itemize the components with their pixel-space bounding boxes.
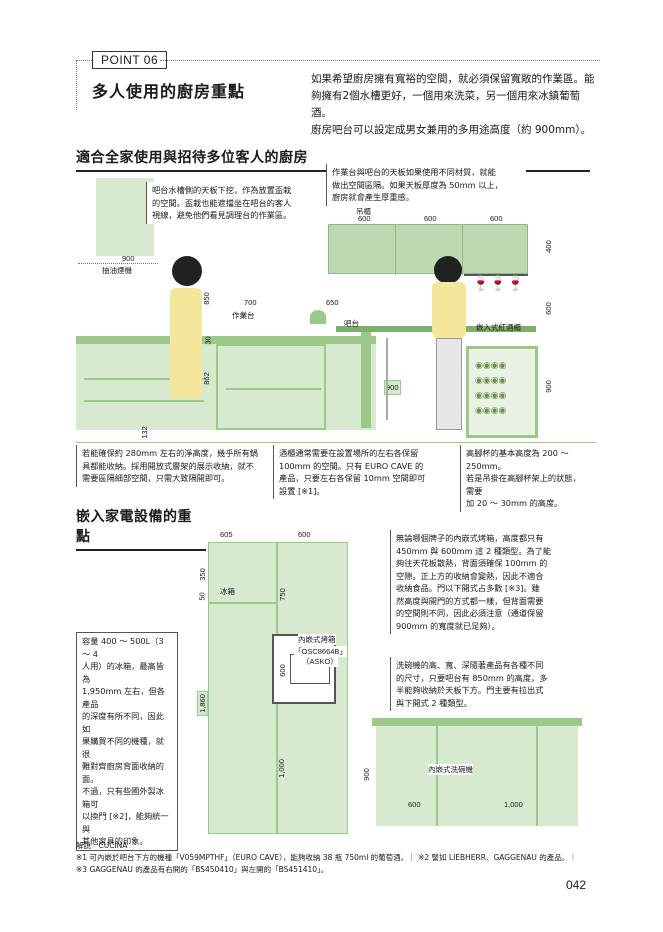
dim-605: 605 xyxy=(220,530,233,539)
note-oven: 無論哪個牌子的內嵌式烤箱，高度都只有 450mm 與 600mm 這 2 種類型… xyxy=(390,530,586,634)
intro-line: 如果希望廚房擁有寬裕的空間，就必須保留寬敞的作業區。能 xyxy=(311,73,595,85)
note-glass-height: 高腳杯的基本高度為 200 ～ 250mm。 若是吊掛在高腳杯架上的狀態，需要 … xyxy=(460,445,592,512)
dim-862: 862 xyxy=(201,372,211,385)
dim-350: 350 xyxy=(197,568,207,581)
dim-750: 750 xyxy=(277,588,287,601)
man-shirt xyxy=(432,282,466,338)
man-pants xyxy=(436,338,462,430)
note-fridge: 容量 400 ～ 500L（3 ～ 4 人用）的冰箱，最高皆為 1,950mm … xyxy=(76,632,178,851)
wine-glasses-icon: 🍷🍷🍷 xyxy=(472,276,525,292)
note-dishwasher: 洗碗機的高、寬、深隨著產品有各種不同 的尺寸，只要吧台有 850mm 的高度，多… xyxy=(390,657,586,711)
dim-cab2: 600 xyxy=(424,214,437,223)
dim-dw-900: 900 xyxy=(361,768,371,781)
woman-head xyxy=(172,256,202,286)
dim-glass-gap: 600 xyxy=(543,302,553,315)
dim-132: 132 xyxy=(139,426,149,439)
bar-stool xyxy=(386,338,406,420)
range-hood xyxy=(96,178,154,256)
dim-1860: 1,860 xyxy=(196,691,208,716)
worktop-label: 作業台 xyxy=(232,311,255,320)
woman-figure xyxy=(170,288,202,398)
glass-rack xyxy=(464,274,528,276)
dim-600-oven: 600 xyxy=(277,664,287,677)
bar-label: 吧台 xyxy=(344,319,359,328)
intro-line: 夠擁有2個水槽更好，一個用來洗菜，另一個用來冰鎮葡萄酒。 xyxy=(311,90,581,119)
point-badge: POINT 06 xyxy=(92,51,168,69)
dim-600-top: 600 xyxy=(298,530,311,539)
man-head xyxy=(434,256,462,284)
intro-text: 如果希望廚房擁有寬裕的空間，就必須保留寬敞的作業區。能 夠擁有2個水槽更好，一個… xyxy=(311,71,601,139)
floor-line xyxy=(76,442,596,443)
intro-line: 廚房吧台可以設定成男女兼用的多用途高度（約 900mm）。 xyxy=(311,124,592,136)
oven-model: 「OSC8664B」 xyxy=(294,646,347,657)
fridge-label: 冰箱 xyxy=(220,587,235,596)
bar-support xyxy=(361,330,371,428)
dim-cab1: 600 xyxy=(358,214,371,223)
footnotes: ※1 可內嵌於吧台下方的機種「V059MPTHF」（EURO CAVE），能夠收… xyxy=(76,852,596,876)
lower-cabinet xyxy=(76,344,376,430)
footnote-line: ※3 GAGGENAU 的產品有右開的「BS450410」與左開的「BS4514… xyxy=(76,865,329,874)
built-in-oven xyxy=(272,634,336,704)
note-top-material: 作業台與吧台的天板如果使用不同材質，就能 做出空間區隔。如果天板厚度為 50mm… xyxy=(326,164,526,206)
note-wine-cellar: 酒櫃通常需要在設置場所的左右各保留 100mm 的空間。只有 EURO CAVE… xyxy=(273,445,451,499)
page-number: 042 xyxy=(566,878,587,892)
credit: 解說 CUCINA xyxy=(76,841,128,850)
open-shelf xyxy=(216,344,326,430)
appliance-wall: 605 600 冰箱 內嵌式烤箱 「OSC8664B」 （ASKO） 350 5… xyxy=(190,530,350,835)
cabinet-label: 吊櫃 xyxy=(356,207,371,216)
dim-cellar-height: 900 xyxy=(543,380,553,393)
dim-hood-width: 900 xyxy=(122,254,135,263)
page-title: 多人使用的廚房重點 xyxy=(92,82,246,101)
oven-brand: （ASKO） xyxy=(302,656,338,667)
dim-dw-1000: 1,000 xyxy=(504,800,523,809)
footnote-line: ※1 可內嵌於吧台下方的機種「V059MPTHF」（EURO CAVE），能夠收… xyxy=(76,853,577,862)
counter-top xyxy=(76,336,376,344)
oven-label: 內嵌式烤箱 xyxy=(298,634,336,645)
wine-cellar-label: 嵌入式紅酒櫃 xyxy=(476,323,521,332)
dim-dw-600: 600 xyxy=(408,800,421,809)
hood-label: 抽油煙機 xyxy=(102,266,132,275)
wall-cabinets xyxy=(328,224,528,275)
dim-cab3: 600 xyxy=(490,214,503,223)
dim-650: 650 xyxy=(326,298,339,307)
kitchen-diagram: 900 抽油煙機 吧台水槽側的天板下挖，作為放置盃栽 的空間。盃栽也能遮擋坐在吧… xyxy=(76,164,596,470)
note-sink-pocket: 吧台水槽側的天板下挖，作為放置盃栽 的空間。盃栽也能遮擋坐在吧台的客人 視線，避… xyxy=(146,182,306,224)
dim-1000: 1,000 xyxy=(276,759,286,778)
dim-50: 50 xyxy=(197,592,207,601)
section2-title: 嵌入家電設備的重點 xyxy=(76,506,206,551)
dim-30: 30 xyxy=(203,336,213,345)
plant-icon xyxy=(310,310,326,324)
dim-cab-height: 400 xyxy=(543,240,553,253)
note-pot-storage: 若能確保約 280mm 左右的淨高度，幾乎所有鍋 具都能收納。採用開放式層架的展… xyxy=(76,445,263,487)
dim-bar-height: 900 xyxy=(384,380,401,395)
dishwasher-counter: 內嵌式洗碗機 600 1,000 xyxy=(372,718,582,836)
wine-bottles-icon: ◉◉◉◉◉◉◉◉◉◉◉◉◉◉◉◉ xyxy=(475,361,507,416)
dim-850: 850 xyxy=(201,292,211,305)
wine-cellar: ◉◉◉◉◉◉◉◉◉◉◉◉◉◉◉◉ xyxy=(466,346,538,438)
dishwasher-label: 內嵌式洗碗機 xyxy=(428,764,473,775)
dim-700: 700 xyxy=(244,298,257,307)
